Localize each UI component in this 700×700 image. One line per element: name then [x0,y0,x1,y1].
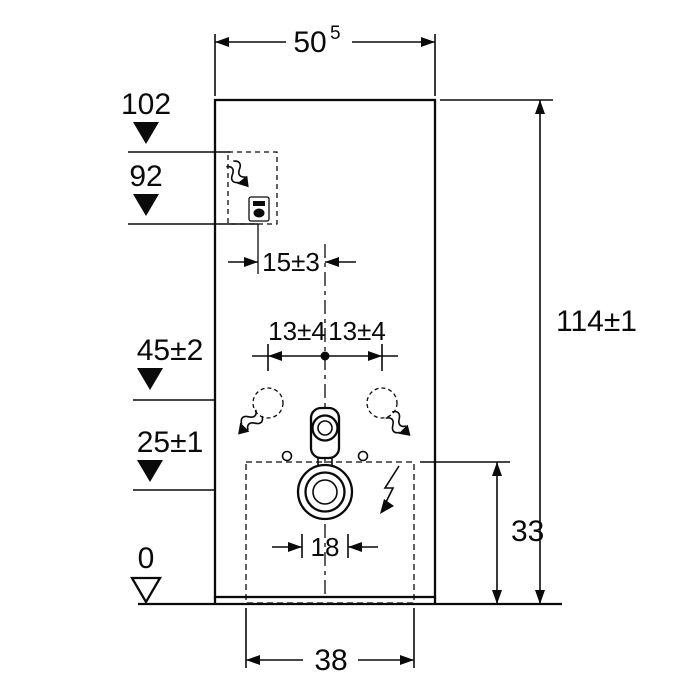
dim-service-height: 33 [420,461,544,604]
dim-label-92: 92 [129,160,162,193]
drain-pipe-middle [304,471,346,513]
arrowhead [492,462,502,476]
arrowhead [325,257,339,267]
dim-label-45: 45±2 [137,334,204,367]
dim-label-0: 0 [138,542,155,575]
level-actuator-top: 102 [121,88,230,153]
level-marker-triangle-icon [133,122,159,144]
arrowhead [238,422,250,435]
fitting-port-outer [311,414,339,442]
arrowhead [368,351,382,361]
dim-label-13-left: 13±4 [268,316,326,346]
dim-label-15: 15±3 [262,247,320,277]
arrowhead [398,424,411,436]
fitting-port-inner [317,420,333,436]
level-actuator-bottom: 92 [128,160,258,225]
toilet-icon [248,196,270,222]
dim-label-overall-height: 114±1 [556,305,637,338]
water-flow-icon [238,409,264,435]
level-drain-connection: 25±1 [133,426,215,491]
arrowhead [535,100,545,114]
dim-top-width: 50 5 [214,23,436,96]
mounting-hole [281,450,293,462]
arrowhead [215,37,229,47]
dim-label-102: 102 [121,88,171,121]
actuator-zone [226,151,278,274]
service-opening-dashed-box [245,461,415,604]
dim-label-top-width: 50 [293,26,326,59]
dim-label-top-width-sup: 5 [330,23,341,44]
center-reference-dot [320,351,330,361]
water-connection-dashed-circle [366,387,398,419]
drain-pipe-inner [312,479,338,505]
level-water-connection: 45±2 [133,334,215,401]
dim-label-18: 18 [311,532,340,562]
arrowhead [421,37,435,47]
arrowhead [268,351,282,361]
floor-datum-open-triangle-icon [129,576,163,605]
dim-actuator-offset: 15±3 [228,247,356,277]
arrowhead [492,590,502,604]
arrowhead [348,542,362,552]
level-marker-triangle-icon [137,460,163,482]
dim-service-width: 38 [245,608,415,677]
inlet-fitting [281,406,369,466]
actuator-dashed-box [227,151,278,225]
arrowhead [237,175,249,188]
arrowhead [246,655,260,665]
dim-overall-height: 114±1 [440,99,637,604]
level-marker-triangle-icon [133,194,159,216]
dim-water-offsets: 13±4 13±4 [252,316,398,371]
arrowhead [244,257,258,267]
dim-label-13-right: 13±4 [328,316,386,346]
water-flow-icon [226,160,249,188]
water-connections [238,387,411,436]
mounting-hole [357,450,369,462]
level-marker-triangle-icon [137,368,163,390]
water-connection-dashed-circle [252,387,284,419]
drain-connection [296,463,354,521]
dim-label-33: 33 [511,515,544,548]
arrowhead [288,542,302,552]
arrowhead [380,499,394,514]
fitting-body [309,406,341,460]
arrowhead [400,655,414,665]
dim-label-38: 38 [314,644,347,677]
dim-label-25: 25±1 [137,426,204,459]
level-floor-datum: 0 [129,542,163,605]
water-flow-icon [385,410,411,436]
dim-drain-width: 18 [272,532,378,562]
lightning-bolt-icon [380,465,400,514]
arrowhead [535,590,545,604]
